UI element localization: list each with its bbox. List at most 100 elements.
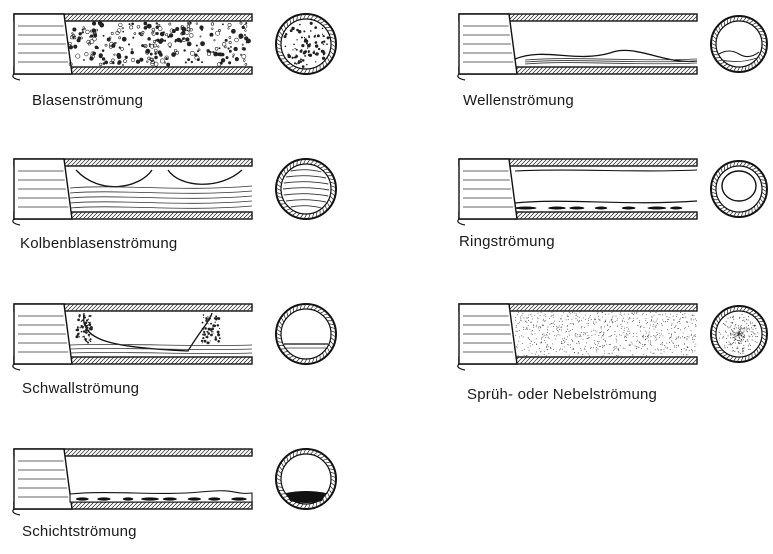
mist-droplet bbox=[528, 325, 529, 326]
mist-droplet bbox=[530, 322, 531, 323]
mist-droplet bbox=[595, 334, 596, 335]
mist-droplet bbox=[560, 349, 561, 350]
mist-droplet bbox=[741, 332, 742, 333]
gas-bubble bbox=[189, 34, 193, 38]
cross-section-kolben bbox=[270, 153, 350, 233]
slug-bubble bbox=[77, 326, 79, 328]
gas-bubble bbox=[72, 33, 74, 35]
mist-droplet bbox=[613, 322, 614, 323]
mist-droplet bbox=[635, 346, 636, 347]
mist-droplet bbox=[543, 319, 544, 320]
mist-droplet bbox=[655, 337, 656, 338]
liquid-film bbox=[670, 207, 682, 210]
slug-bubble bbox=[215, 317, 218, 320]
mist-droplet bbox=[565, 341, 566, 342]
mist-droplet bbox=[608, 329, 609, 330]
mist-droplet bbox=[602, 347, 603, 348]
mist-droplet bbox=[567, 316, 568, 317]
mist-droplet bbox=[645, 331, 646, 332]
gas-bubble bbox=[166, 63, 169, 66]
mist-droplet bbox=[691, 335, 692, 336]
mist-droplet bbox=[651, 317, 652, 318]
mist-droplet bbox=[574, 352, 575, 353]
mist-droplet bbox=[732, 317, 733, 318]
mist-droplet bbox=[678, 346, 679, 347]
mist-droplet bbox=[613, 350, 614, 351]
label-schwall: Schwallströmung bbox=[22, 380, 139, 397]
mist-droplet bbox=[616, 336, 617, 337]
mist-droplet bbox=[523, 336, 524, 337]
mist-droplet bbox=[555, 339, 556, 340]
gas-bubble bbox=[141, 44, 143, 46]
mist-droplet bbox=[533, 327, 534, 328]
mist-droplet bbox=[517, 314, 518, 315]
mist-droplet bbox=[566, 339, 567, 340]
mist-droplet bbox=[678, 345, 679, 346]
mist-droplet bbox=[748, 336, 749, 337]
mist-droplet bbox=[610, 344, 611, 345]
mist-droplet bbox=[585, 332, 586, 333]
mist-droplet bbox=[590, 348, 591, 349]
mist-droplet bbox=[516, 327, 517, 328]
gas-bubble bbox=[137, 25, 140, 28]
mist-droplet bbox=[747, 328, 748, 329]
mist-droplet bbox=[730, 344, 731, 345]
gas-bubble bbox=[181, 28, 182, 29]
gas-bubble bbox=[191, 61, 193, 63]
mist-droplet bbox=[519, 330, 520, 331]
mist-droplet bbox=[545, 337, 546, 338]
mist-droplet bbox=[562, 315, 563, 316]
mist-droplet bbox=[648, 335, 649, 336]
mist-droplet bbox=[748, 325, 749, 326]
mist-droplet bbox=[609, 321, 610, 322]
mist-droplet bbox=[733, 316, 734, 317]
gas-bubble bbox=[290, 29, 293, 32]
gas-bubble bbox=[293, 43, 295, 45]
mist-droplet bbox=[724, 345, 725, 346]
mist-droplet bbox=[554, 321, 555, 322]
annular-film-bottom bbox=[515, 201, 697, 203]
mist-droplet bbox=[556, 351, 557, 352]
mist-droplet bbox=[597, 313, 598, 314]
mist-droplet bbox=[553, 317, 554, 318]
mist-droplet bbox=[568, 316, 569, 317]
mist-droplet bbox=[734, 334, 735, 335]
mist-droplet bbox=[526, 318, 527, 319]
gas-bubble bbox=[129, 26, 132, 29]
gas-bubble bbox=[158, 24, 160, 26]
mist-droplet bbox=[683, 354, 684, 355]
slug-bubble bbox=[210, 323, 212, 325]
mist-droplet bbox=[602, 345, 603, 346]
mist-droplet bbox=[748, 328, 749, 329]
mist-droplet bbox=[561, 318, 562, 319]
mist-droplet bbox=[669, 333, 670, 334]
mist-droplet bbox=[597, 331, 598, 332]
slug-bubble bbox=[84, 315, 85, 316]
mist-droplet bbox=[564, 346, 565, 347]
mist-droplet bbox=[600, 346, 601, 347]
mist-droplet bbox=[611, 335, 612, 336]
mist-droplet bbox=[668, 319, 669, 320]
gas-bubble bbox=[196, 45, 198, 47]
mist-droplet bbox=[637, 340, 638, 341]
slug-bubble bbox=[207, 332, 210, 335]
slug-bubble bbox=[210, 334, 213, 337]
mist-droplet bbox=[646, 355, 647, 356]
gas-bubble bbox=[219, 53, 222, 56]
gas-bubble bbox=[159, 53, 162, 56]
gas-bubble bbox=[242, 26, 245, 29]
mist-droplet bbox=[659, 337, 660, 338]
mist-droplet bbox=[551, 323, 552, 324]
mist-droplet bbox=[608, 353, 609, 354]
mist-droplet bbox=[693, 342, 694, 343]
mist-droplet bbox=[731, 329, 732, 330]
mist-droplet bbox=[611, 319, 612, 320]
mist-droplet bbox=[598, 343, 599, 344]
mist-droplet bbox=[587, 323, 588, 324]
mist-droplet bbox=[586, 351, 587, 352]
gas-bubble bbox=[123, 31, 124, 32]
mist-droplet bbox=[566, 319, 567, 320]
mist-droplet bbox=[570, 313, 571, 314]
gas-bubble bbox=[228, 62, 230, 64]
